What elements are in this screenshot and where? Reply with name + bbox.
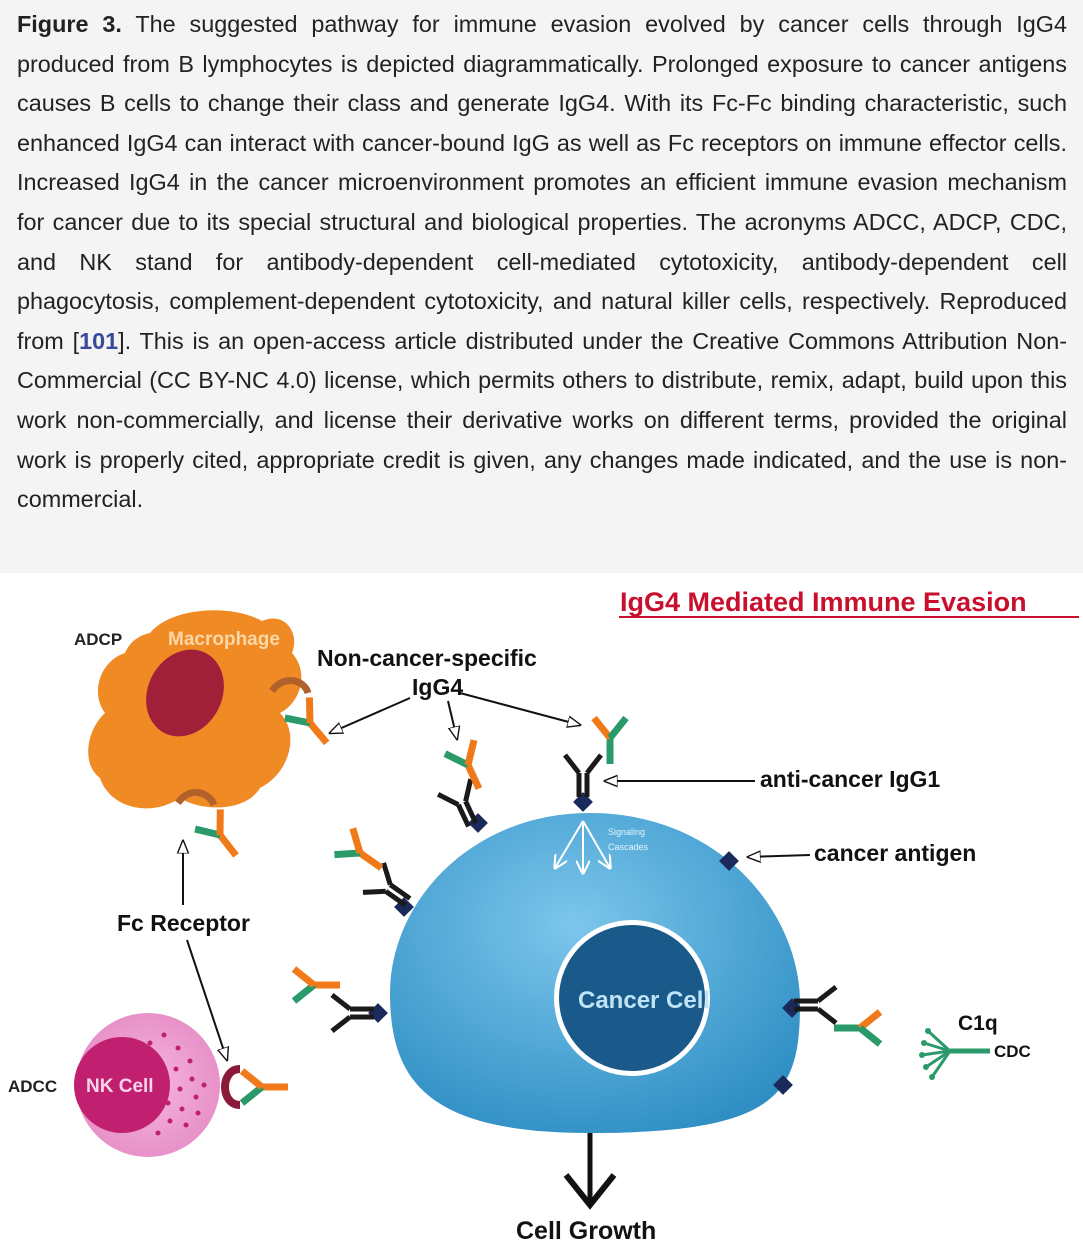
anti-cancer-igg1-lower-left xyxy=(332,995,374,1031)
cancer-antigen-bottom-right xyxy=(773,1075,793,1095)
anti-cancer-igg1-top xyxy=(565,755,601,797)
arrow-to-igg4-right xyxy=(459,692,580,725)
signal-arrow-left xyxy=(555,820,584,868)
signaling-label-1: Signaling xyxy=(608,827,645,837)
cancer-antigen-top xyxy=(573,792,593,812)
c1q-complex xyxy=(919,1028,990,1080)
figure-diagram: IgG4 Mediated Immune Evasion Macrophage … xyxy=(0,573,1083,1252)
caption-text-end: ]. This is an open-access article distri… xyxy=(17,327,1067,513)
arrow-fc-to-nk xyxy=(186,939,227,1060)
igg4-on-macrophage-top xyxy=(285,697,339,753)
anti-cancer-igg1-right xyxy=(794,987,836,1023)
fc-receptor-lower xyxy=(175,789,218,807)
anti-cancer-igg1-label: anti-cancer IgG1 xyxy=(760,766,940,792)
caption-box: Figure 3. The suggested pathway for immu… xyxy=(0,0,1083,573)
fc-receptor-label: Fc Receptor xyxy=(117,910,250,936)
nk-nucleus xyxy=(74,1037,170,1133)
igg4-right xyxy=(834,1012,880,1044)
cdc-label: CDC xyxy=(994,1042,1031,1061)
cancer-antigen-label: cancer antigen xyxy=(814,840,976,866)
macrophage xyxy=(88,610,302,809)
figure-title: IgG4 Mediated Immune Evasion xyxy=(620,587,1027,617)
signaling-label-2: Cascades xyxy=(608,842,649,852)
nk-fc-receptor xyxy=(221,1065,241,1109)
adcp-label: ADCP xyxy=(74,630,122,649)
igg4-on-nk xyxy=(242,1071,288,1103)
figure-label: Figure 3. xyxy=(17,11,122,37)
fc-receptor-top xyxy=(269,677,312,695)
c1q-label: C1q xyxy=(958,1012,998,1035)
macrophage-label: Macrophage xyxy=(168,629,280,650)
non-cancer-specific-label: Non-cancer-specific xyxy=(317,645,537,671)
igg4-left xyxy=(334,828,390,881)
nk-granules xyxy=(147,1032,207,1136)
adcc-label: ADCC xyxy=(8,1077,57,1096)
arrow-cancer-antigen xyxy=(748,855,811,857)
cell-growth-label: Cell Growth xyxy=(516,1217,656,1245)
cancer-cell-label: Cancer Cell xyxy=(578,987,710,1014)
signal-arrow-right xyxy=(582,820,610,868)
cancer-antigen-lower-left xyxy=(368,1003,388,1023)
arrow-to-igg4-center xyxy=(447,700,457,739)
caption-text: The suggested pathway for immune evasion… xyxy=(17,11,1067,354)
figure-caption: Figure 3. The suggested pathway for immu… xyxy=(17,5,1067,520)
nk-cell-label: NK Cell xyxy=(86,1076,154,1097)
arrow-to-macrophage xyxy=(330,697,411,733)
igg4-label: IgG4 xyxy=(412,674,463,700)
reference-link[interactable]: 101 xyxy=(79,327,119,354)
cell-growth-arrowhead xyxy=(563,1173,617,1210)
cancer-nucleus xyxy=(559,925,705,1071)
macrophage-nucleus xyxy=(146,649,224,737)
igg4-on-macrophage-lower xyxy=(195,809,249,865)
